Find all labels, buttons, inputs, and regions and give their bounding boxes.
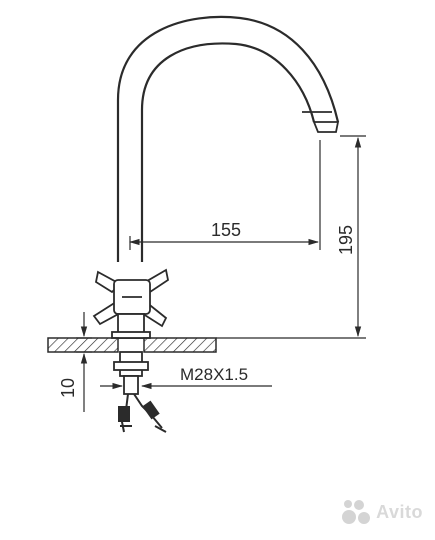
thread-label: M28X1.5 (180, 365, 248, 384)
countertop-right (143, 337, 217, 353)
faucet-body (111, 313, 151, 339)
countertop-section (47, 337, 217, 353)
avito-logo-icon (342, 498, 371, 526)
thickness-label: 10 (58, 378, 78, 398)
hose-right-fitting (142, 400, 160, 420)
dimension-thickness (76, 312, 92, 412)
mounting-stud (113, 351, 149, 395)
supply-hoses (118, 393, 167, 433)
hose-left-fitting (118, 406, 130, 422)
reach-label: 155 (211, 220, 241, 240)
spout-inner-line (140, 42, 316, 262)
spout-outer-line (116, 15, 340, 262)
spout-aerator-tip (312, 121, 340, 133)
dimension-height (216, 135, 366, 339)
hose-right-end (154, 425, 167, 433)
watermark-brand: Avito (376, 501, 423, 522)
countertop-left (47, 337, 119, 353)
cross-handle (92, 268, 170, 328)
mounting-nut (113, 361, 149, 371)
watermark: Avito (342, 498, 423, 526)
dimension-reach (128, 140, 321, 250)
body-base-ring (111, 331, 151, 339)
faucet-spout (116, 15, 340, 262)
stud-lower (123, 375, 139, 395)
height-label: 195 (336, 225, 356, 255)
